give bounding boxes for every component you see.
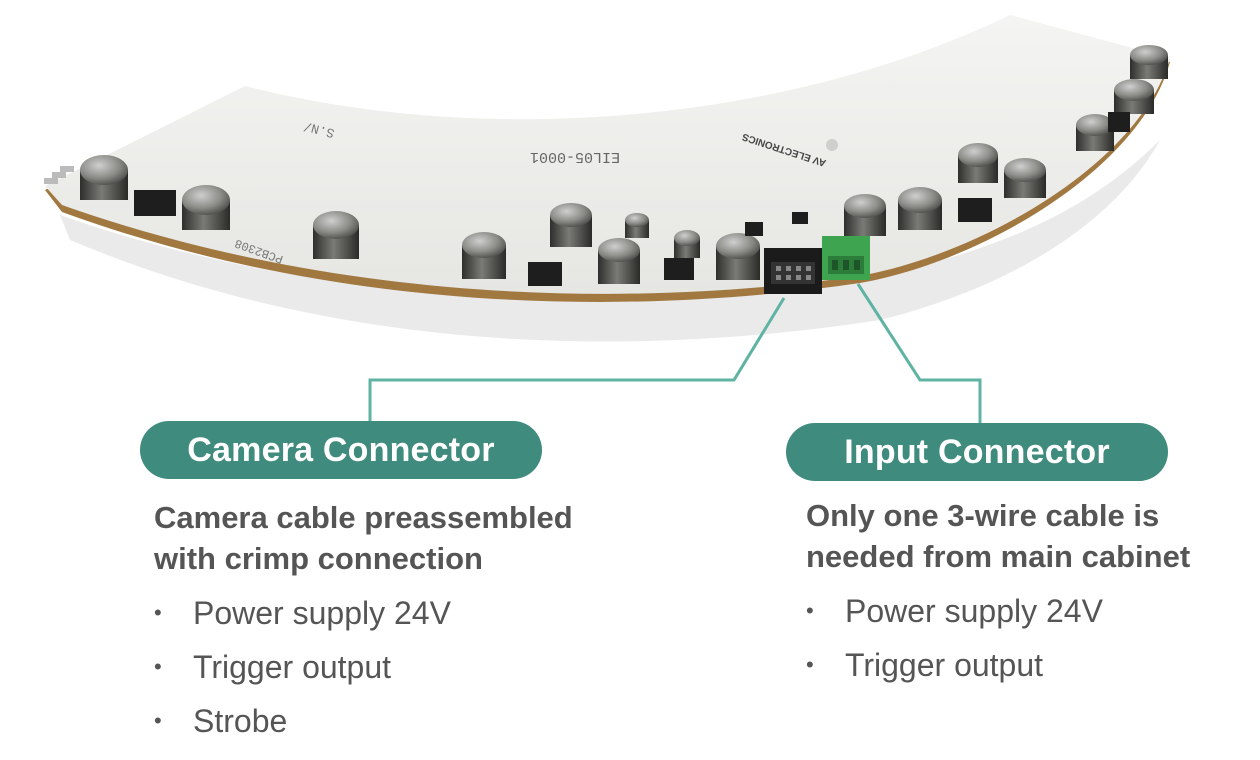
pcb-board-photo: EIL05-0001 AV ELECTRONICS PCB2308 S.N/ <box>44 15 1170 342</box>
bullet-text: Power supply 24V <box>845 593 1103 629</box>
input-desc-line-2: needed from main cabinet <box>806 539 1191 574</box>
camera-bullet-list: • Power supply 24V • Trigger output • Strob… <box>154 586 451 748</box>
camera-desc-line-2: with crimp connection <box>154 541 483 576</box>
input-bullet-list: • Power supply 24V • Trigger output <box>806 584 1103 692</box>
input-connector-label: Input Connector <box>786 423 1168 481</box>
bullet-text: Strobe <box>193 703 288 739</box>
input-desc-line-1: Only one 3-wire cable is <box>806 498 1160 533</box>
capacitors <box>80 45 1168 284</box>
ic-chips <box>134 112 1130 286</box>
bullet-text: Power supply 24V <box>193 595 451 631</box>
camera-connector-part <box>764 248 822 294</box>
bullet-text: Trigger output <box>845 647 1044 683</box>
list-item: • Trigger output <box>806 638 1103 692</box>
bullet-dot-icon: • <box>154 654 162 679</box>
camera-connector-description: Camera cable preassembled with crimp con… <box>154 497 624 579</box>
edge-pins <box>44 166 74 184</box>
camera-connector-label: Camera Connector <box>140 421 542 479</box>
silkscreen-part-number: EIL05-0001 <box>530 148 620 165</box>
bullet-dot-icon: • <box>154 600 162 625</box>
input-connector-part <box>822 236 870 280</box>
list-item: • Power supply 24V <box>154 586 451 640</box>
list-item: • Strobe <box>154 694 451 748</box>
list-item: • Power supply 24V <box>806 584 1103 638</box>
camera-desc-line-1: Camera cable preassembled <box>154 500 573 535</box>
bullet-dot-icon: • <box>806 598 814 623</box>
bullet-dot-icon: • <box>154 708 162 733</box>
input-connector-description: Only one 3-wire cable is needed from mai… <box>806 495 1246 577</box>
list-item: • Trigger output <box>154 640 451 694</box>
bullet-text: Trigger output <box>193 649 392 685</box>
bullet-dot-icon: • <box>806 652 814 677</box>
